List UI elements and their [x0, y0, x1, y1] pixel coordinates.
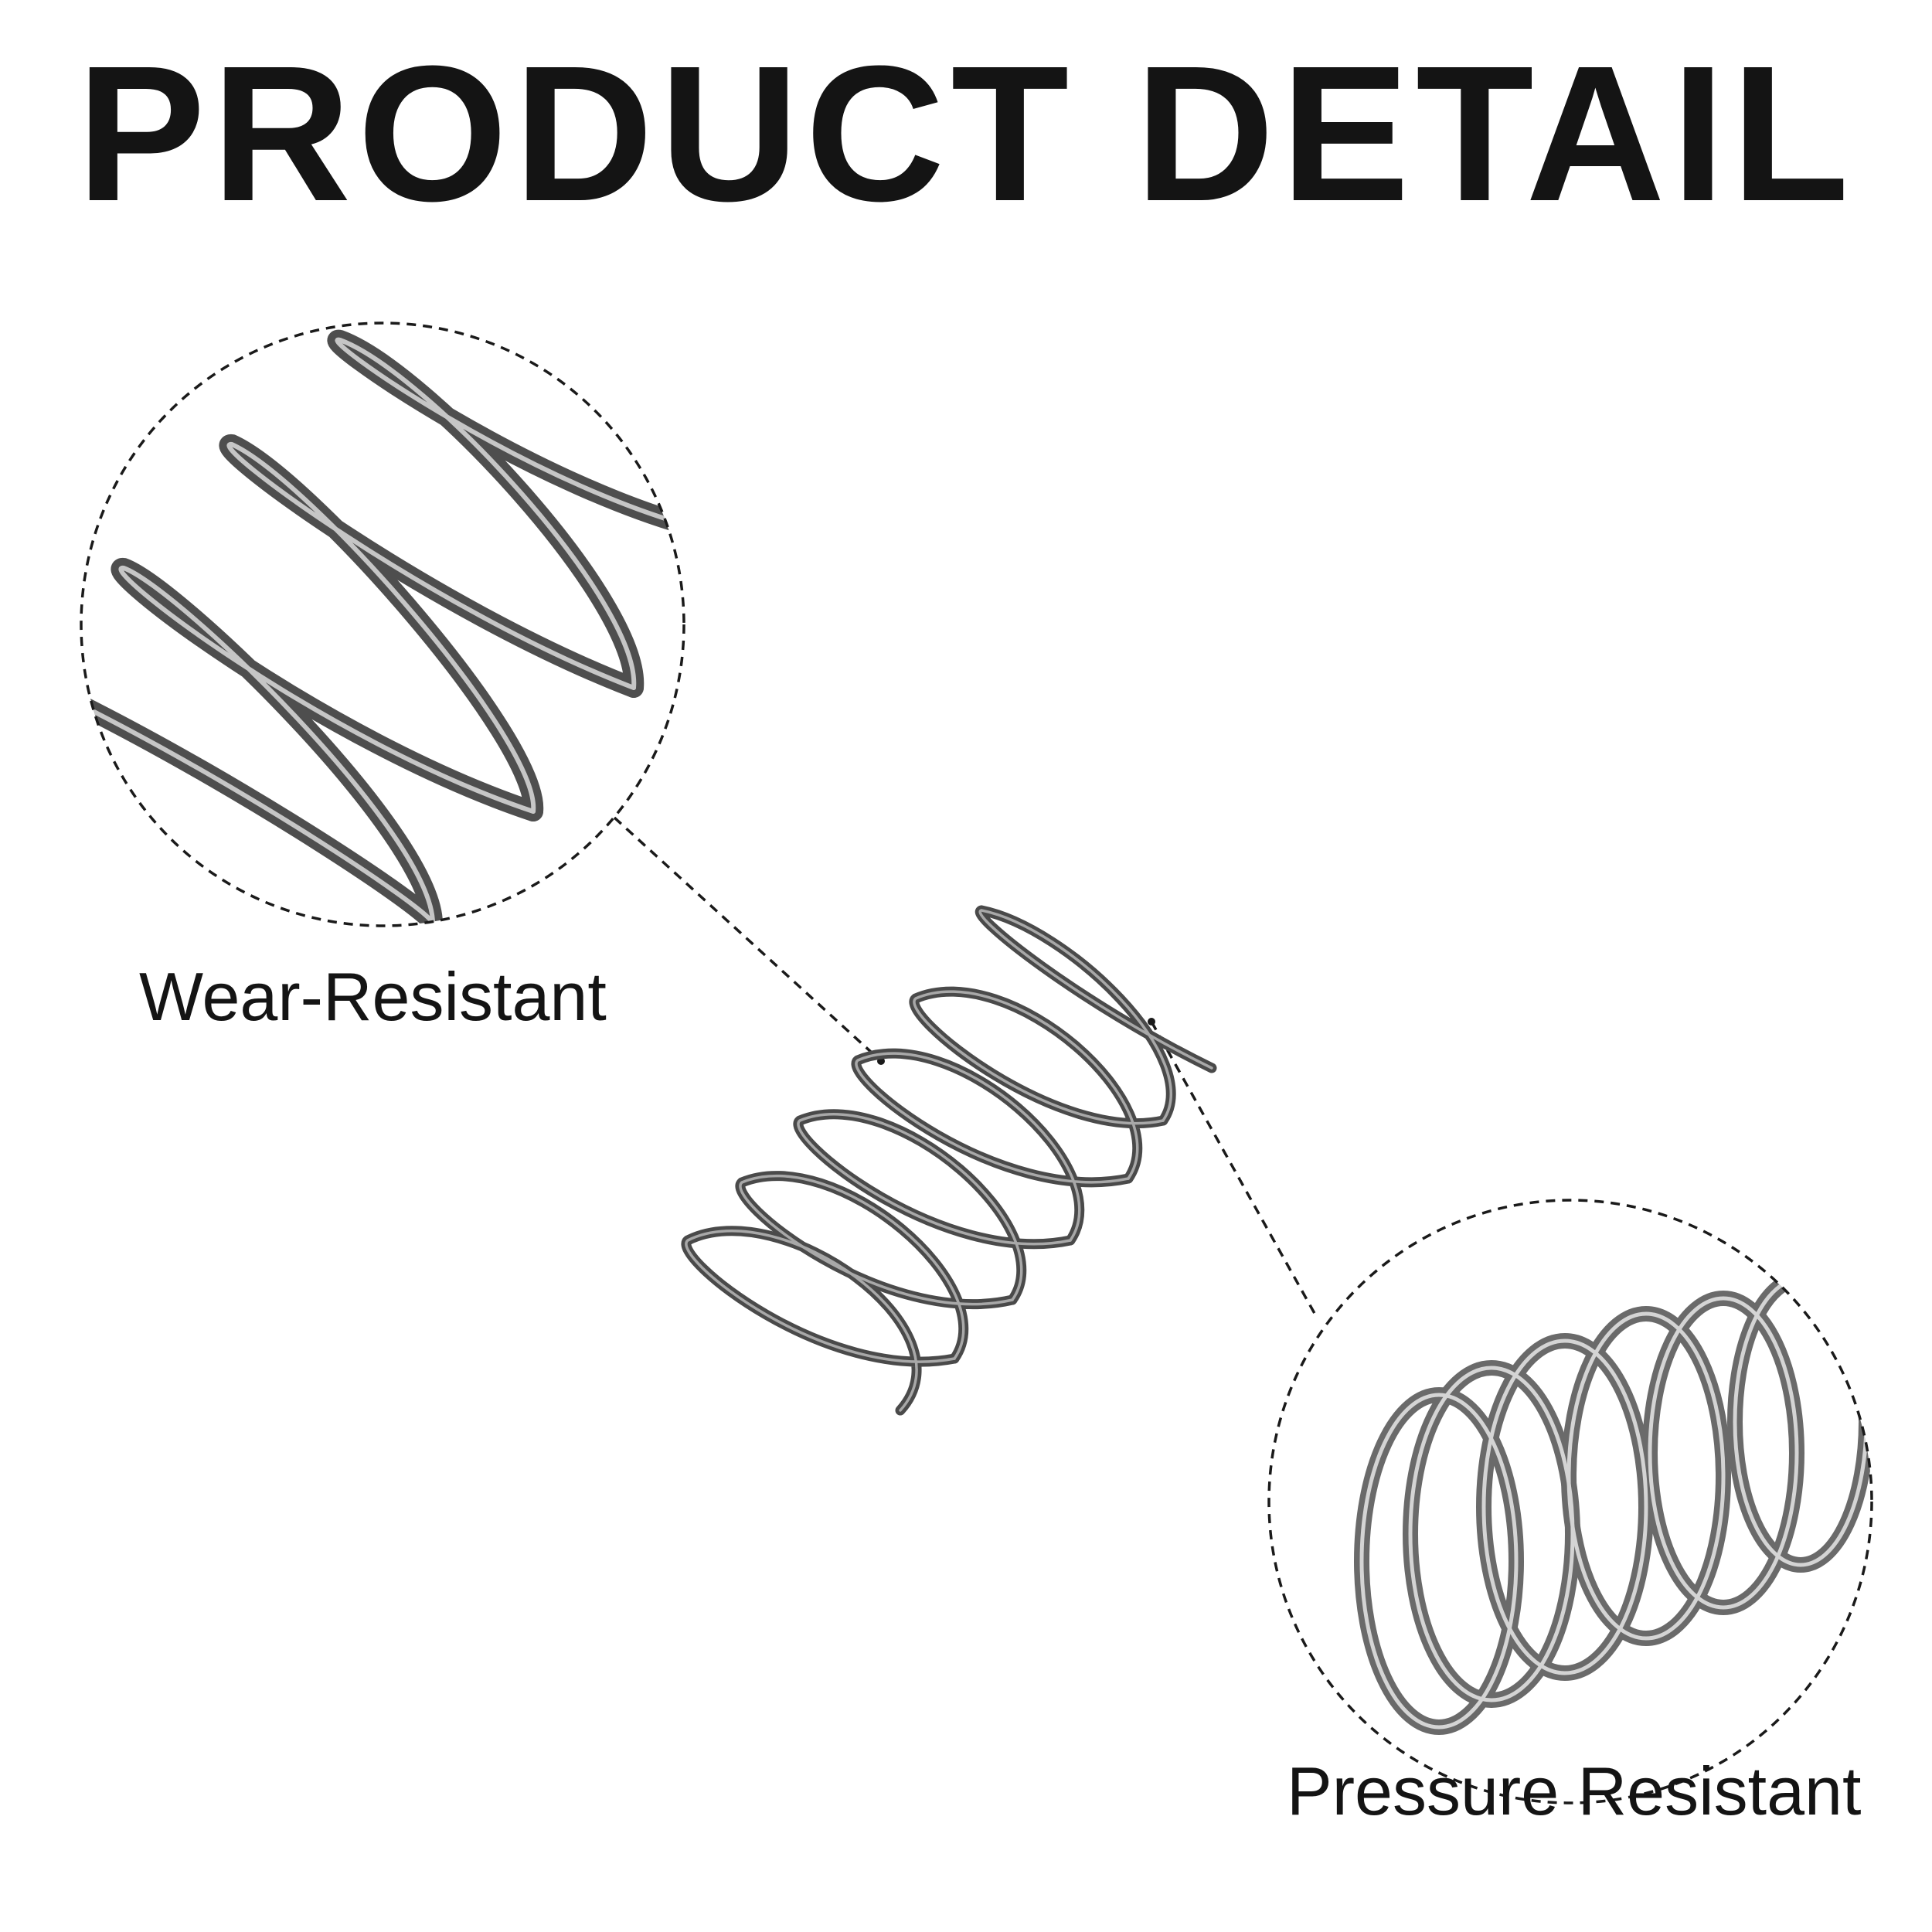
spring-closeup-side-icon	[80, 321, 685, 927]
callout-circle-wear	[80, 321, 685, 927]
callout-connector-pressure	[1148, 1018, 1318, 1317]
page-title: PRODUCT DETAIL	[77, 26, 1855, 241]
callout-connector-wear	[613, 816, 885, 1065]
callout-label-wear: Wear-Resistant	[139, 958, 607, 1035]
callout-circle-pressure	[1267, 1199, 1873, 1804]
spring-closeup-end-icon	[1267, 1199, 1873, 1804]
callout-label-pressure: Pressure Resistant	[1287, 1753, 1862, 1829]
compression-spring-icon	[681, 905, 1217, 1416]
